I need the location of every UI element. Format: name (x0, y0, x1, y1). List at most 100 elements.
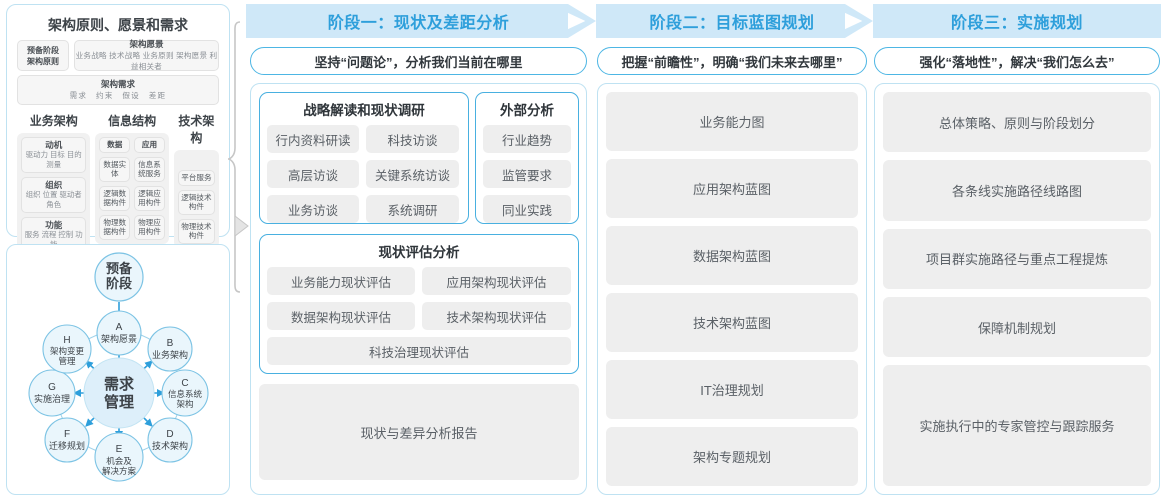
chip-item[interactable]: 关键系统访谈 (366, 160, 459, 188)
adm-node-h (42, 324, 92, 374)
framework-domain-columns: 业务架构 动机 驱动力 目标 目的 测量 组织 组织 位置 驱动者 角色 (13, 105, 223, 257)
chip-item[interactable]: 监管要求 (483, 160, 571, 188)
list-item[interactable]: 应用架构蓝图 (606, 159, 858, 218)
svg-text:技术架构: 技术架构 (152, 440, 188, 451)
chip-item[interactable]: 业务访谈 (267, 195, 359, 223)
svg-text:实施治理: 实施治理 (34, 393, 70, 404)
information-structure-column: 信息结构 数据 数据实体 逻辑数据构件 物理数据构件 应用 信息系统服 (95, 112, 169, 257)
prelim-phase-cell: 预备阶段 架构原则 (17, 40, 69, 71)
group-external-analysis-chips: 行业趋势 监管要求 同业实践 (483, 125, 571, 223)
list-item[interactable]: 数据架构蓝图 (606, 226, 858, 285)
adm-prelim-line2: 阶段 (106, 276, 132, 291)
list-item[interactable]: 技术架构蓝图 (606, 293, 858, 352)
ba-block-organization: 组织 组织 位置 驱动者 角色 (21, 177, 87, 213)
list-item[interactable]: 保障机制规划 (883, 296, 1151, 358)
chip-item[interactable]: 应用架构现状评估 (422, 267, 571, 295)
phase-3-item-list: 总体策略、原则与阶段划分 各条线实施路径线路图 项目群实施路径与重点工程提炼 保… (883, 92, 1151, 486)
svg-text:机会及: 机会及 (106, 456, 132, 466)
svg-text:E: E (116, 444, 123, 455)
technology-architecture-title: 技术架构 (178, 114, 215, 145)
group-strategy-research-chips: 行内资料研读 科技访谈 高层访谈 关键系统访谈 业务访谈 系统调研 (267, 125, 461, 223)
list-item[interactable]: 总体策略、原则与阶段划分 (883, 92, 1151, 153)
svg-text:架构: 架构 (176, 399, 193, 409)
svg-text:迁移规划: 迁移规划 (49, 440, 85, 451)
chip-item[interactable]: 高层访谈 (267, 160, 359, 188)
ba-block-motivation: 动机 驱动力 目标 目的 测量 (21, 137, 87, 173)
prelim-line1: 预备阶段 (27, 45, 59, 55)
list-item[interactable]: 业务能力图 (606, 92, 858, 151)
adm-node-c (161, 369, 209, 417)
adm-node-b (147, 326, 193, 372)
phase-slogan-2: 把握“前瞻性”，明确“我们未来去哪里” (597, 47, 867, 75)
chevron-right-icon-2 (845, 4, 873, 38)
list-item[interactable]: 项目群实施路径与重点工程提炼 (883, 228, 1151, 289)
svg-text:H: H (63, 335, 70, 346)
chevron-right-icon-1 (568, 4, 596, 38)
adm-node-d (147, 417, 193, 463)
chip-item[interactable]: 同业实践 (483, 195, 571, 223)
svg-text:G: G (48, 382, 56, 393)
technology-architecture-column: 技术架构 平台服务 逻辑技术构件 物理技术构件 (173, 112, 219, 257)
adm-prelim-line1: 预备 (106, 261, 133, 276)
information-structure-title: 信息结构 (108, 114, 157, 128)
vision-title: 架构愿景 (129, 39, 164, 49)
chip-item[interactable]: 科技治理现状评估 (267, 337, 571, 365)
adm-node-f (44, 417, 90, 463)
prelim-line2: 架构原则 (27, 56, 59, 66)
business-architecture-title: 业务架构 (29, 114, 78, 128)
group-external-analysis-title: 外部分析 (500, 103, 554, 118)
group-strategy-research-title: 战略解读和现状调研 (303, 103, 425, 118)
svg-text:信息系统: 信息系统 (168, 389, 203, 399)
chip-item[interactable]: 行业趋势 (483, 125, 571, 153)
svg-text:架构愿景: 架构愿景 (101, 333, 137, 344)
phase-2-item-list: 业务能力图 应用架构蓝图 数据架构蓝图 技术架构蓝图 IT治理规划 架构专题规划 (606, 92, 858, 486)
adm-cycle-panel: 预备 阶段 需求 管理 A 架构愿景 B 业务架构 C 信息系统 架构 (6, 244, 230, 495)
requirements-title: 架构需求 (100, 79, 135, 89)
framework-row-requirements: 架构需求 需求 约束 假设 差距 (13, 71, 223, 105)
adm-node-a (96, 310, 142, 356)
chip-item[interactable]: 技术架构现状评估 (422, 302, 571, 330)
group-current-state-assessment-title: 现状评估分析 (378, 245, 460, 260)
phase-3-panel: 总体策略、原则与阶段划分 各条线实施路径线路图 项目群实施路径与重点工程提炼 保… (874, 83, 1160, 495)
business-architecture-column: 业务架构 动机 驱动力 目标 目的 测量 组织 组织 位置 驱动者 角色 (17, 112, 91, 257)
list-item[interactable]: 实施执行中的专家管控与跟踪服务 (883, 365, 1151, 486)
group-current-state-assessment: 现状评估分析 业务能力现状评估 应用架构现状评估 数据架构现状评估 技术架构现状… (259, 234, 579, 374)
adm-center-node (83, 357, 155, 429)
architecture-requirements-cell: 架构需求 需求 约束 假设 差距 (17, 75, 219, 105)
phase-slogan-1: 坚持“问题论”，分析我们当前在哪里 (250, 47, 587, 75)
framework-title: 架构原则、愿景和需求 (48, 17, 188, 33)
requirements-items: 需求 约束 假设 差距 (69, 91, 167, 100)
chip-item[interactable]: 数据架构现状评估 (267, 302, 415, 330)
svg-text:F: F (64, 429, 70, 440)
phase-header-1[interactable]: 阶段一：现状及差距分析 (246, 4, 591, 38)
list-item[interactable]: 架构专题规划 (606, 427, 858, 486)
chip-item[interactable]: 业务能力现状评估 (267, 267, 415, 295)
vision-items: 业务战略 技术战略 业务原则 架构愿景 利益相关者 (75, 51, 218, 71)
framework-row-vision: 预备阶段 架构原则 架构愿景 业务战略 技术战略 业务原则 架构愿景 利益相关者 (13, 39, 223, 71)
phase-2-panel: 业务能力图 应用架构蓝图 数据架构蓝图 技术架构蓝图 IT治理规划 架构专题规划 (597, 83, 867, 495)
adm-node-prelim (94, 252, 144, 302)
svg-text:解决方案: 解决方案 (102, 466, 137, 476)
architecture-framework-panel: 架构原则、愿景和需求 预备阶段 架构原则 架构愿景 业务战略 技术战略 业务原则… (6, 4, 230, 303)
brace-connector (227, 21, 249, 293)
chip-item[interactable]: 行内资料研读 (267, 125, 359, 153)
group-external-analysis: 外部分析 行业趋势 监管要求 同业实践 (475, 92, 579, 224)
adm-node-g (28, 369, 76, 417)
chip-item[interactable]: 系统调研 (366, 195, 459, 223)
phase-1-report[interactable]: 现状与差异分析报告 (259, 384, 579, 480)
info-data-subcolumn: 数据 数据实体 逻辑数据构件 物理数据构件 (99, 137, 131, 240)
svg-text:D: D (166, 429, 173, 440)
svg-text:业务架构: 业务架构 (152, 349, 188, 360)
list-item[interactable]: IT治理规划 (606, 360, 858, 419)
chip-item[interactable]: 科技访谈 (366, 125, 459, 153)
adm-center-line1: 需求 (104, 375, 135, 393)
svg-text:管理: 管理 (58, 356, 76, 366)
adm-cycle-diagram: 预备 阶段 需求 管理 A 架构愿景 B 业务架构 C 信息系统 架构 (28, 252, 209, 482)
adm-center-line2: 管理 (104, 393, 134, 411)
phase-header-3[interactable]: 阶段三：实施规划 (873, 4, 1161, 38)
group-current-state-assessment-chips: 业务能力现状评估 应用架构现状评估 数据架构现状评估 技术架构现状评估 科技治理… (267, 267, 571, 365)
list-item[interactable]: 各条线实施路径线路图 (883, 160, 1151, 221)
phase-header-2[interactable]: 阶段二：目标蓝图规划 (596, 4, 868, 38)
info-application-subcolumn: 应用 信息系统服务 逻辑应用构件 物理应用构件 (134, 137, 165, 240)
